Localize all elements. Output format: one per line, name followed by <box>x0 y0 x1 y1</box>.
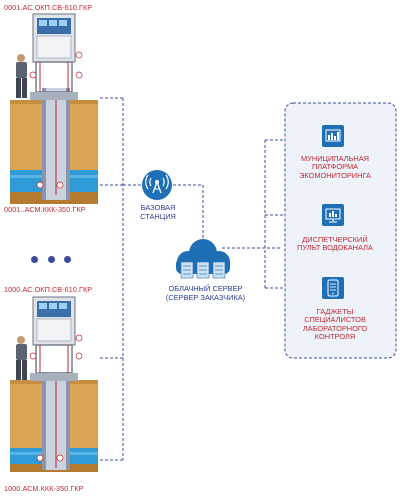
cloud-server-label-line: ОБЛАЧНЫЙ СЕРВЕР <box>168 284 243 293</box>
target-label-line: ПЛАТФОРМА <box>311 162 359 172</box>
target-label-line: КОНТРОЛЯ <box>314 332 356 342</box>
ellipsis-dot <box>47 256 55 263</box>
well-1-top-label: 0001.АС.ОКП.СВ-610.ГКР <box>4 3 93 12</box>
target-label-line: ЛАБОРАТОРНОГО <box>302 323 368 333</box>
target-label-2: ДИСПЕТЧЕРСКИЙ ПУЛЬТ ВОДОКАНАЛА <box>290 235 380 253</box>
target-label-line: ГАДЖЕТЫ <box>316 307 354 316</box>
target-label-3: ГАДЖЕТЫ СПЕЦИАЛИСТОВ ЛАБОРАТОРНОГО КОНТР… <box>290 307 380 342</box>
well-2-bottom-label: 1000.АСМ.ККК-350.ГКР <box>4 484 84 493</box>
target-label-line: ЭКОМОНИТОРИНГА <box>299 170 371 180</box>
antenna-icon <box>142 170 172 200</box>
targets-panel <box>284 102 397 359</box>
cloud-server-label: ОБЛАЧНЫЙ СЕРВЕР (СЕРВЕР ЗАКАЗЧИКА) <box>158 284 253 302</box>
base-station-label: БАЗОВАЯ СТАНЦИЯ <box>128 203 188 221</box>
ellipsis-dot <box>64 256 71 263</box>
dashboard-icon <box>322 125 344 147</box>
tablet-icon <box>322 277 344 299</box>
base-station-label-line: БАЗОВАЯ <box>140 203 176 212</box>
target-label-line: ДИСПЕТЧЕРСКИЙ <box>302 235 368 244</box>
base-station-label-line: СТАНЦИЯ <box>140 211 176 221</box>
target-label-line: ПУЛЬТ ВОДОКАНАЛА <box>297 243 373 253</box>
target-label-1: МУНИЦИПАЛЬНАЯ ПЛАТФОРМА ЭКОМОНИТОРИНГА <box>290 154 380 180</box>
monitor-icon <box>322 204 344 226</box>
cloud-server-label-line: (СЕРВЕР ЗАКАЗЧИКА) <box>165 292 246 302</box>
ellipsis <box>31 256 71 263</box>
target-label-line: МУНИЦИПАЛЬНАЯ <box>301 154 369 163</box>
well-1-bottom-label: 0001..АСМ.ККК-350.ГКР <box>4 205 86 214</box>
target-label-line: СПЕЦИАЛИСТОВ <box>304 315 366 325</box>
well-2-top-label: 1000.АС.ОКП.СВ-610.ГКР <box>4 285 93 294</box>
ellipsis-dot <box>31 256 38 263</box>
